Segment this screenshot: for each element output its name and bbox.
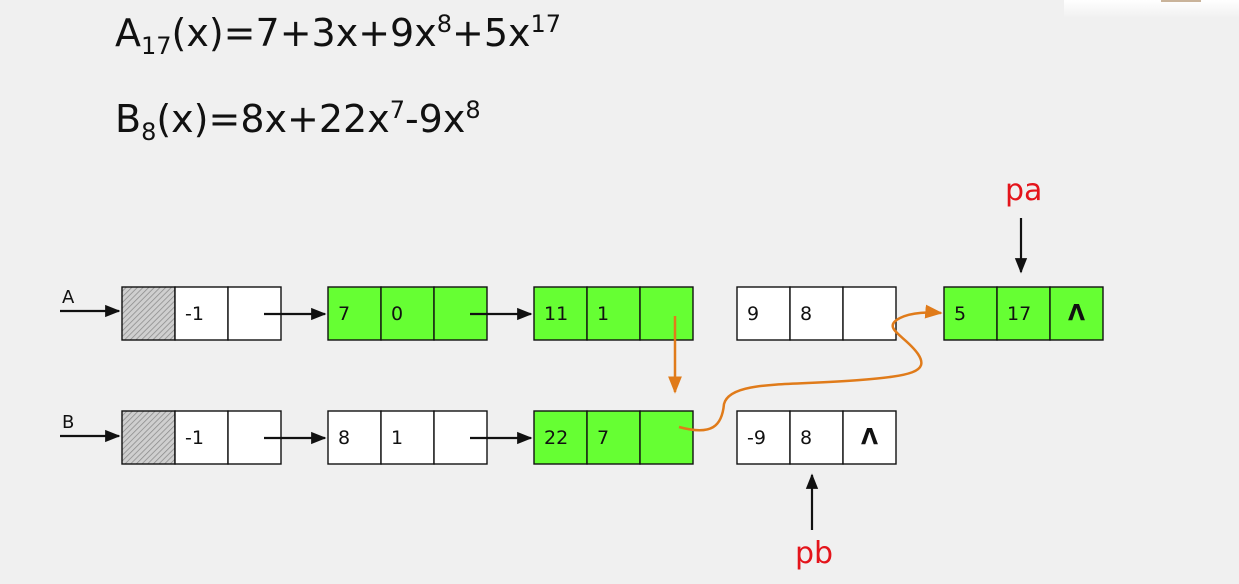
relink-arrow-curve <box>678 304 943 432</box>
node-b-2: 22 7 <box>533 410 694 465</box>
coef-cell <box>121 286 176 341</box>
exp-value: 17 <box>1007 303 1031 325</box>
coef-value: 7 <box>338 303 350 325</box>
null-symbol: Λ <box>861 426 878 451</box>
exp-value: 1 <box>391 427 403 449</box>
coef-value: 5 <box>954 303 966 325</box>
exp-cell <box>380 286 435 341</box>
list-b-label: B <box>62 412 74 433</box>
node-a-0: -1 <box>121 286 282 341</box>
head-value: -1 <box>185 303 204 325</box>
exp-value: 1 <box>597 303 609 325</box>
next-cell <box>639 286 694 341</box>
coef-cell <box>327 410 382 465</box>
coef-value: 11 <box>544 303 568 325</box>
list-a-label: A <box>62 287 75 308</box>
exp-value: 0 <box>391 303 403 325</box>
exp-value: 8 <box>800 303 812 325</box>
coef-cell <box>736 286 791 341</box>
exp-value: 7 <box>597 427 609 449</box>
exp-cell <box>789 410 844 465</box>
coef-value: -9 <box>747 427 766 449</box>
formula-b: B8(x)=8x+22x7-9x8 <box>115 96 481 146</box>
next-cell <box>1049 286 1104 341</box>
pointer-pb-label: pb <box>795 536 833 571</box>
node-link-arrows <box>264 307 533 445</box>
coef-cell <box>533 410 588 465</box>
coef-cell <box>121 410 176 465</box>
next-cell <box>639 410 694 465</box>
coef-cell <box>533 286 588 341</box>
exp-cell <box>174 286 229 341</box>
coef-value: 9 <box>747 303 759 325</box>
coef-cell <box>736 410 791 465</box>
head-value: -1 <box>185 427 204 449</box>
node-a-4: 5 17 Λ <box>943 286 1104 341</box>
exp-cell <box>586 410 641 465</box>
next-cell <box>842 410 897 465</box>
next-cell <box>842 286 897 341</box>
formula-a: A17(x)=7+3x+9x8+5x17 <box>115 10 562 60</box>
null-symbol: Λ <box>1068 302 1085 327</box>
coef-value: 8 <box>338 427 350 449</box>
exp-cell <box>380 410 435 465</box>
exp-cell <box>789 286 844 341</box>
pointer-pa-label: pa <box>1005 173 1042 208</box>
node-b-3: -9 8 Λ <box>736 410 897 465</box>
coef-cell <box>327 286 382 341</box>
exp-cell <box>174 410 229 465</box>
exp-cell <box>996 286 1051 341</box>
top-decoration <box>1064 0 1239 18</box>
coef-cell <box>943 286 998 341</box>
coef-value: 22 <box>544 427 568 449</box>
exp-cell <box>586 286 641 341</box>
node-b-0: -1 <box>121 410 282 465</box>
exp-value: 8 <box>800 427 812 449</box>
